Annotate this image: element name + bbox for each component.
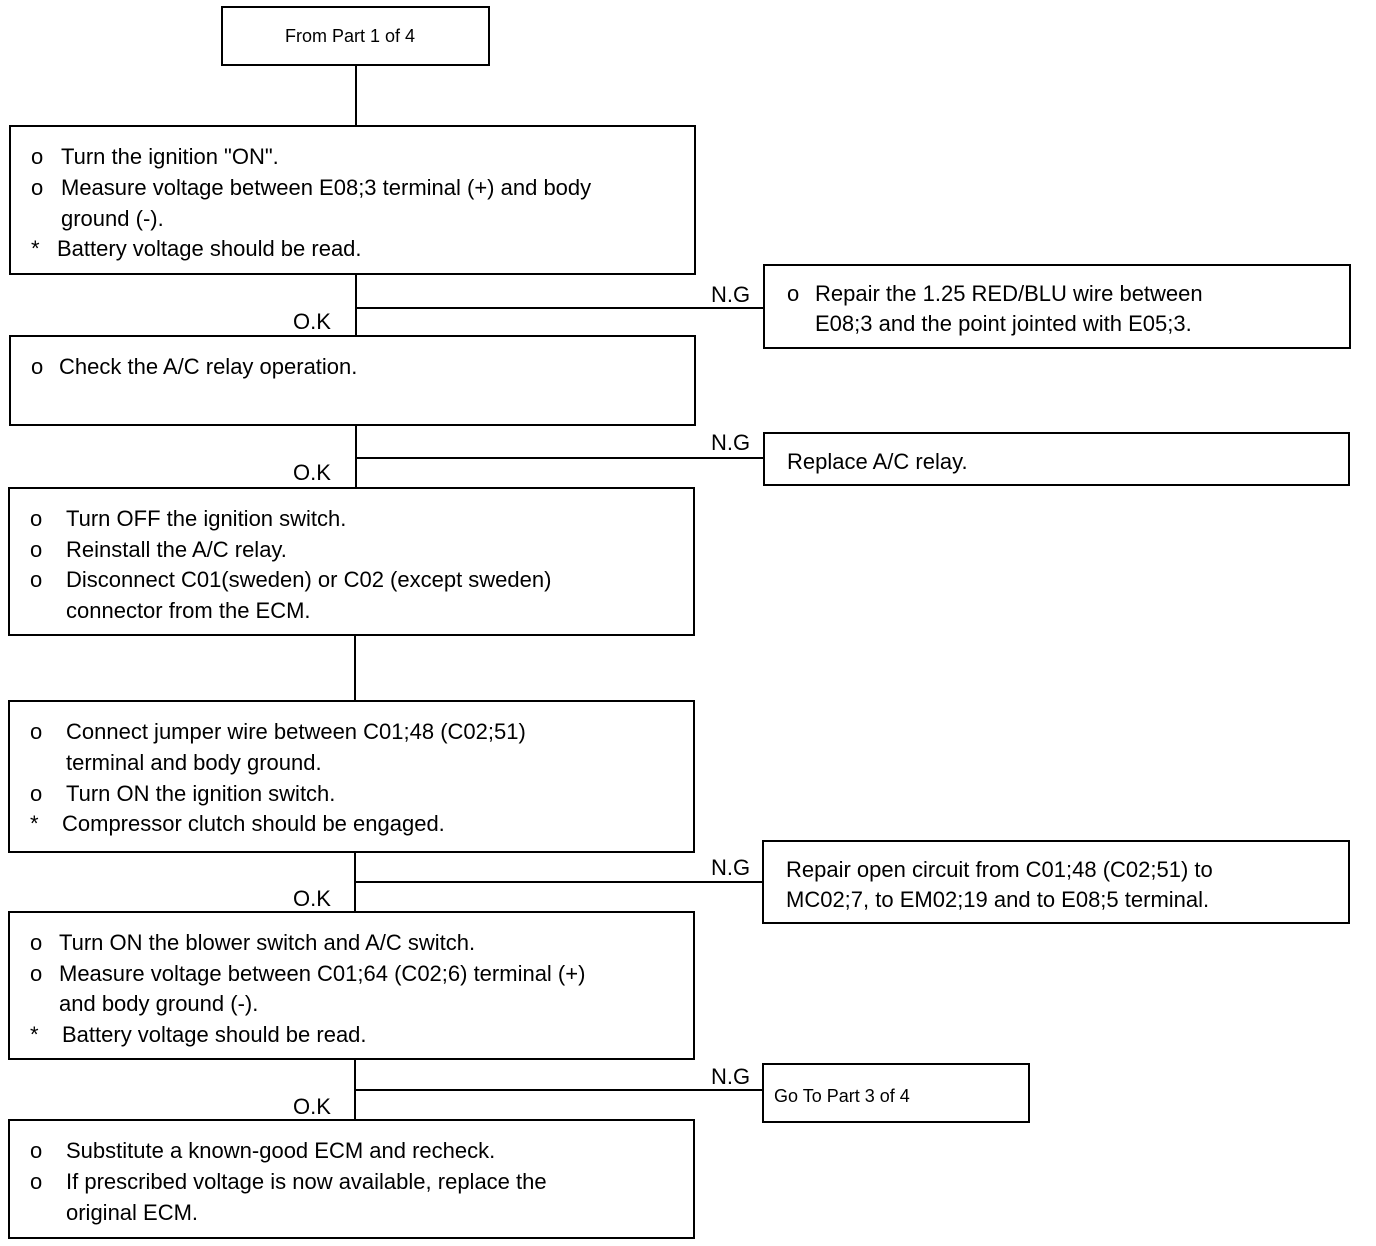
step1-line: Battery voltage should be read. bbox=[57, 236, 362, 261]
step6-line: Substitute a known-good ECM and recheck. bbox=[66, 1138, 496, 1163]
step1-ng-bullet: o bbox=[787, 281, 800, 306]
step1-ok-label: O.K bbox=[293, 309, 331, 334]
step1-ng-label: N.G bbox=[711, 282, 751, 307]
branch-line-step5-ng bbox=[355, 1089, 763, 1091]
step6-bullet: o bbox=[30, 1169, 43, 1194]
step5-ok-label: O.K bbox=[293, 1094, 331, 1119]
step5-line: Measure voltage between C01;64 (C02;6) t… bbox=[59, 961, 586, 986]
step4-bullet: o bbox=[30, 781, 43, 806]
branch-line-step1-ng bbox=[356, 307, 764, 309]
step3-bullet: o bbox=[30, 506, 43, 531]
step5-ng-box: Go To Part 3 of 4 bbox=[762, 1063, 1030, 1123]
start-box: From Part 1 of 4 bbox=[221, 6, 490, 66]
step6-bullet: o bbox=[30, 1138, 43, 1163]
step5-bullet: o bbox=[30, 961, 43, 986]
step5-line: Battery voltage should be read. bbox=[62, 1022, 367, 1047]
step2-ok-label: O.K bbox=[293, 460, 331, 485]
step3-bullet: o bbox=[30, 567, 43, 592]
step6-line: If prescribed voltage is now available, … bbox=[66, 1169, 547, 1194]
connector-step1-to-step2 bbox=[355, 273, 357, 337]
step5-bullet: * bbox=[30, 1022, 39, 1047]
step5-line: Turn ON the blower switch and A/C switch… bbox=[59, 930, 476, 955]
step3-box: o Turn OFF the ignition switch. o Reinst… bbox=[8, 487, 695, 636]
step6-box: o Substitute a known-good ECM and rechec… bbox=[8, 1119, 695, 1239]
step1-line: ground (-). bbox=[61, 206, 164, 231]
branch-line-step2-ng bbox=[356, 457, 764, 459]
connector-step2-to-step3 bbox=[355, 424, 357, 489]
connector-step3-to-step4 bbox=[354, 634, 356, 702]
step1-bullet: * bbox=[31, 236, 40, 261]
step5-ng-text: Go To Part 3 of 4 bbox=[774, 1086, 910, 1106]
connector-start-to-step1 bbox=[355, 64, 357, 127]
step3-line: Turn OFF the ignition switch. bbox=[66, 506, 347, 531]
step1-line: Turn the ignition "ON". bbox=[61, 144, 279, 169]
step4-ng-label: N.G bbox=[711, 855, 751, 880]
step4-line: Turn ON the ignition switch. bbox=[66, 781, 336, 806]
step4-ng-line: MC02;7, to EM02;19 and to E08;5 terminal… bbox=[786, 887, 1210, 912]
step4-ng-box: Repair open circuit from C01;48 (C02;51)… bbox=[762, 840, 1350, 924]
step1-ng-line: Repair the 1.25 RED/BLU wire between bbox=[815, 281, 1203, 306]
step3-line: Disconnect C01(sweden) or C02 (except sw… bbox=[66, 567, 552, 592]
step1-ng-line: E08;3 and the point jointed with E05;3. bbox=[815, 311, 1192, 336]
branch-line-step4-ng bbox=[355, 881, 763, 883]
step4-ok-label: O.K bbox=[293, 886, 331, 911]
step2-line: Check the A/C relay operation. bbox=[59, 354, 358, 379]
step6-line: original ECM. bbox=[66, 1200, 199, 1225]
step2-bullet: o bbox=[31, 354, 44, 379]
step2-box: o Check the A/C relay operation. bbox=[9, 335, 696, 426]
step5-ng-label: N.G bbox=[711, 1064, 751, 1089]
step4-box: o Connect jumper wire between C01;48 (C0… bbox=[8, 700, 695, 853]
step3-bullet: o bbox=[30, 537, 43, 562]
step5-box: o Turn ON the blower switch and A/C swit… bbox=[8, 911, 695, 1060]
step4-line: terminal and body ground. bbox=[66, 750, 322, 775]
step2-ng-label: N.G bbox=[711, 430, 751, 455]
step1-ng-box: o Repair the 1.25 RED/BLU wire between E… bbox=[763, 264, 1351, 349]
step3-line: connector from the ECM. bbox=[66, 598, 311, 623]
step4-ng-line: Repair open circuit from C01;48 (C02;51)… bbox=[786, 857, 1213, 882]
start-box-text: From Part 1 of 4 bbox=[285, 26, 416, 46]
step2-ng-text: Replace A/C relay. bbox=[787, 449, 968, 474]
step2-ng-box: Replace A/C relay. bbox=[763, 432, 1350, 486]
step4-bullet: * bbox=[30, 811, 39, 836]
step1-box: o Turn the ignition "ON". o Measure volt… bbox=[9, 125, 696, 275]
step5-line: and body ground (-). bbox=[59, 991, 259, 1016]
step5-bullet: o bbox=[30, 930, 43, 955]
step4-bullet: o bbox=[30, 719, 43, 744]
step4-line: Connect jumper wire between C01;48 (C02;… bbox=[66, 719, 526, 744]
step1-bullet: o bbox=[31, 175, 44, 200]
step1-line: Measure voltage between E08;3 terminal (… bbox=[61, 175, 592, 200]
step4-line: Compressor clutch should be engaged. bbox=[62, 811, 445, 836]
step1-bullet: o bbox=[31, 144, 44, 169]
step3-line: Reinstall the A/C relay. bbox=[66, 537, 287, 562]
